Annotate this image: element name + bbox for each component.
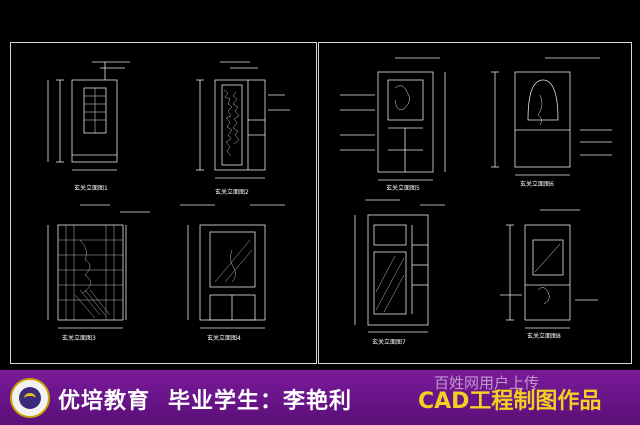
elevation-drawing-3 (47, 204, 150, 329)
work-title: CAD工程制图作品 (418, 389, 602, 414)
drawing-sheet-left (10, 42, 317, 364)
elevation-drawing-7 (354, 199, 445, 333)
watermark-text: 百姓网用户上传 (434, 374, 540, 392)
caption-drawing-1: 玄关立面图1 (74, 184, 108, 192)
caption-drawing-4: 玄关立面图4 (207, 334, 241, 342)
drawing-sheet-right (318, 42, 632, 364)
caption-drawing-3: 玄关立面图3 (62, 334, 96, 342)
student-label: 毕业学生：李艳利 (168, 389, 353, 414)
organization-name: 优培教育 (58, 389, 151, 414)
caption-drawing-2: 玄关立面图2 (215, 188, 249, 196)
caption-drawing-5: 玄关立面图5 (386, 184, 420, 192)
elevation-drawing-4 (180, 204, 285, 329)
footer-banner: 优培教育 毕业学生：李艳利 CAD工程制图作品 (0, 370, 640, 425)
elevation-drawing-8 (500, 209, 598, 329)
elevation-drawing-5 (340, 57, 446, 181)
caption-drawing-6: 玄关立面图6 (520, 180, 554, 188)
elevation-drawing-6 (491, 57, 612, 176)
elevation-drawing-1 (47, 61, 130, 171)
school-logo-icon (10, 378, 50, 418)
elevation-drawing-2 (196, 61, 290, 179)
caption-drawing-7: 玄关立面图7 (372, 338, 406, 346)
caption-drawing-8: 玄关立面图8 (527, 332, 561, 340)
